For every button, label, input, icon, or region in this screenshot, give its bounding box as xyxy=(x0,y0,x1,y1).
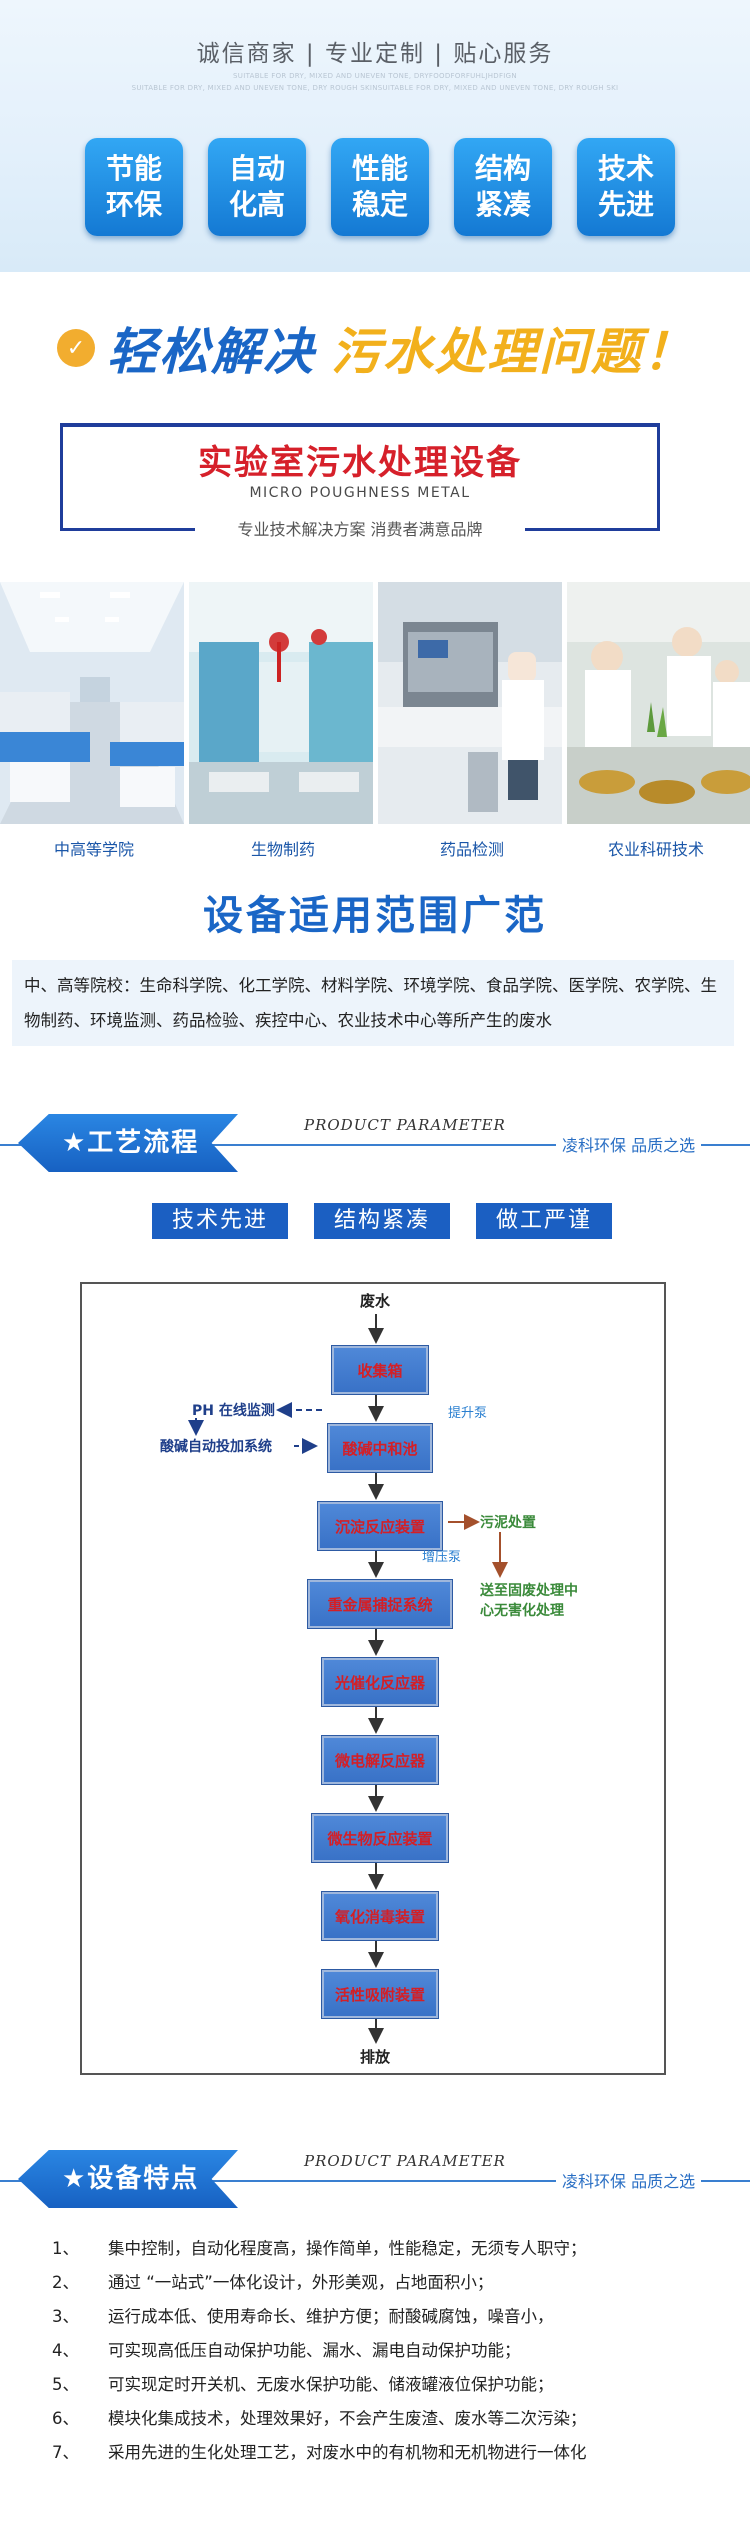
item-text: 模块化集成技术，处理效果好，不会产生废渣、废水等二次污染； xyxy=(108,2409,587,2428)
section-english: PRODUCT PARAMETER xyxy=(298,1116,512,1134)
top-banner: 诚信商家 | 专业定制 | 贴心服务 SUITABLE FOR DRY, MIX… xyxy=(0,0,750,272)
tile-line: 紧凑 xyxy=(474,188,531,221)
tile-line: 自动 xyxy=(228,152,285,185)
list-item: 6、 模块化集成技术，处理效果好，不会产生废渣、废水等二次污染； xyxy=(52,2402,742,2436)
feature-tile: 性能稳定 xyxy=(331,138,429,236)
item-number: 6、 xyxy=(52,2409,79,2428)
headline: ✓ 轻松解决 污水处理问题！ xyxy=(57,312,695,384)
process-section-header: ★工艺流程 PRODUCT PARAMETER 凌科环保 品质之选 xyxy=(0,1104,750,1176)
item-number: 5、 xyxy=(52,2375,79,2394)
feature-tile: 技术先进 xyxy=(577,138,675,236)
flow-step-box: 微生物反应装置 xyxy=(312,1814,448,1862)
flow-step-box: 沉淀反应装置 xyxy=(318,1502,442,1550)
tile-line: 化高 xyxy=(228,188,285,221)
scope-box: 中、高等院校：生命科学院、化工学院、材料学院、环境学院、食品学院、医学院、农学院… xyxy=(12,960,734,1046)
item-text: 运行成本低、使用寿命长、维护方便；耐酸碱腐蚀，噪音小， xyxy=(108,2307,554,2326)
list-item: 4、 可实现高低压自动保护功能、漏水、漏电自动保护功能； xyxy=(52,2334,742,2368)
item-text: 通过 “一站式”一体化设计，外形美观，占地面积小； xyxy=(108,2273,494,2292)
tile-line: 环保 xyxy=(105,188,162,221)
tile-line: 先进 xyxy=(597,188,654,221)
slogan: 诚信商家 | 专业定制 | 贴心服务 xyxy=(196,41,554,67)
section-english: PRODUCT PARAMETER xyxy=(298,2152,512,2170)
flow-step-box: 活性吸附装置 xyxy=(322,1970,438,2018)
feature-tile: 自动化高 xyxy=(208,138,306,236)
product-title-frame: 实验室污水处理设备 MICRO POUGHNESS METAL 专业技术解决方案… xyxy=(60,423,660,539)
sludge-label: 污泥处置 xyxy=(480,1515,536,1531)
scope-text: 中、高等院校：生命科学院、化工学院、材料学院、环境学院、食品学院、医学院、农学院… xyxy=(24,976,717,1030)
flow-step-box: 收集箱 xyxy=(332,1346,428,1394)
features-list: 1、 集中控制，自动化程度高，操作简单，性能稳定，无须专人职守； 2、 通过 “一站… xyxy=(52,2232,742,2470)
item-number: 4、 xyxy=(52,2341,79,2360)
scope-title: 设备适用范围广范 xyxy=(203,893,547,939)
tiny-text-line: SUITABLE FOR DRY, MIXED AND UNEVEN TONE,… xyxy=(131,84,619,92)
list-item: 5、 可实现定时开关机、无废水保护功能、储液罐液位保护功能； xyxy=(52,2368,742,2402)
item-text: 采用先进的生化处理工艺，对废水中的有机物和无机物进行一体化 xyxy=(108,2443,587,2462)
lift-pump-label: 提升泵 xyxy=(448,1406,488,1421)
item-text: 可实现定时开关机、无废水保护功能、储液罐液位保护功能； xyxy=(108,2375,554,2394)
product-subtitle: MICRO POUGHNESS METAL xyxy=(249,485,471,501)
item-number: 7、 xyxy=(52,2443,79,2462)
flow-step-box: 微电解反应器 xyxy=(322,1736,438,1784)
photo-caption: 中高等学院 xyxy=(53,840,134,859)
process-pills: 技术先进 结构紧凑 做工严谨 xyxy=(152,1203,613,1239)
features-section-header: ★设备特点 PRODUCT PARAMETER 凌科环保 品质之选 xyxy=(0,2140,750,2212)
tile-line: 结构 xyxy=(474,152,531,185)
flow-end: 排放 xyxy=(360,2048,391,2066)
tile-line: 稳定 xyxy=(351,188,408,221)
check-circle-icon: ✓ xyxy=(57,329,95,367)
ph-monitor-label: PH 在线监测 xyxy=(192,1403,275,1419)
biopharma-lab-photo xyxy=(189,582,373,824)
product-title: 实验室污水处理设备 xyxy=(198,443,522,483)
tiny-text-line: SUITABLE FOR DRY, MIXED AND UNEVEN TONE,… xyxy=(233,72,517,80)
section-brand: 凌科环保 品质之选 xyxy=(556,2168,702,2192)
feature-tile: 结构紧凑 xyxy=(454,138,552,236)
process-flow-diagram: 废水 收集箱 酸碱中和池 沉淀反应装置 重金属捕捉系统 光催化反应器 微电解反应… xyxy=(80,1282,666,2075)
photo-caption: 生物制药 xyxy=(250,840,315,859)
drug-testing-photo xyxy=(378,582,562,824)
booster-pump-label: 增压泵 xyxy=(422,1550,462,1565)
list-item: 1、 集中控制，自动化程度高，操作简单，性能稳定，无须专人职守； xyxy=(52,2232,742,2266)
tile-line: 技术 xyxy=(597,152,654,185)
flow-step-box: 酸碱中和池 xyxy=(328,1424,432,1472)
tile-line: 节能 xyxy=(105,152,162,185)
section-arrow-badge xyxy=(18,2150,238,2208)
agri-research-photo xyxy=(567,582,750,824)
flow-step-box: 重金属捕捉系统 xyxy=(308,1580,452,1628)
feature-tiles: 节能环保 自动化高 性能稳定 结构紧凑 技术先进 xyxy=(85,138,675,236)
feature-tile: 节能环保 xyxy=(85,138,183,236)
lab-photos xyxy=(0,582,750,824)
process-pill: 技术先进 xyxy=(152,1203,289,1239)
solid-waste-label-2: 心无害化处理 xyxy=(480,1603,564,1619)
photo-caption: 农业科研技术 xyxy=(607,840,704,859)
list-item: 2、 通过 “一站式”一体化设计，外形美观，占地面积小； xyxy=(52,2266,742,2300)
photo-caption: 药品检测 xyxy=(439,840,504,859)
headline-part-1: 轻松解决 xyxy=(107,323,315,381)
flow-step-box: 氧化消毒装置 xyxy=(322,1892,438,1940)
process-pill: 结构紧凑 xyxy=(314,1203,451,1239)
product-tagline: 专业技术解决方案 消费者满意品牌 xyxy=(227,520,493,539)
auto-dosing-label: 酸碱自动投加系统 xyxy=(160,1439,272,1455)
item-number: 3、 xyxy=(52,2307,79,2326)
item-number: 2、 xyxy=(52,2273,79,2292)
tile-line: 性能 xyxy=(351,152,408,185)
section-label: ★设备特点 xyxy=(62,2164,200,2194)
process-pill: 做工严谨 xyxy=(476,1203,613,1239)
flow-step-box: 光催化反应器 xyxy=(322,1658,438,1706)
flow-start: 废水 xyxy=(360,1292,391,1310)
section-arrow-badge xyxy=(18,1114,238,1172)
solid-waste-label: 送至固废处理中 xyxy=(480,1583,578,1599)
section-brand: 凌科环保 品质之选 xyxy=(556,1132,702,1156)
university-lab-photo xyxy=(0,582,184,824)
item-number: 1、 xyxy=(52,2239,79,2258)
item-text: 集中控制，自动化程度高，操作简单，性能稳定，无须专人职守； xyxy=(108,2239,587,2258)
headline-part-2: 污水处理问题！ xyxy=(331,323,695,381)
item-text: 可实现高低压自动保护功能、漏水、漏电自动保护功能； xyxy=(108,2341,521,2360)
section-label: ★工艺流程 xyxy=(62,1128,200,1158)
list-item: 3、 运行成本低、使用寿命长、维护方便；耐酸碱腐蚀，噪音小， xyxy=(52,2300,742,2334)
list-item: 7、 采用先进的生化处理工艺，对废水中的有机物和无机物进行一体化 xyxy=(52,2436,742,2470)
